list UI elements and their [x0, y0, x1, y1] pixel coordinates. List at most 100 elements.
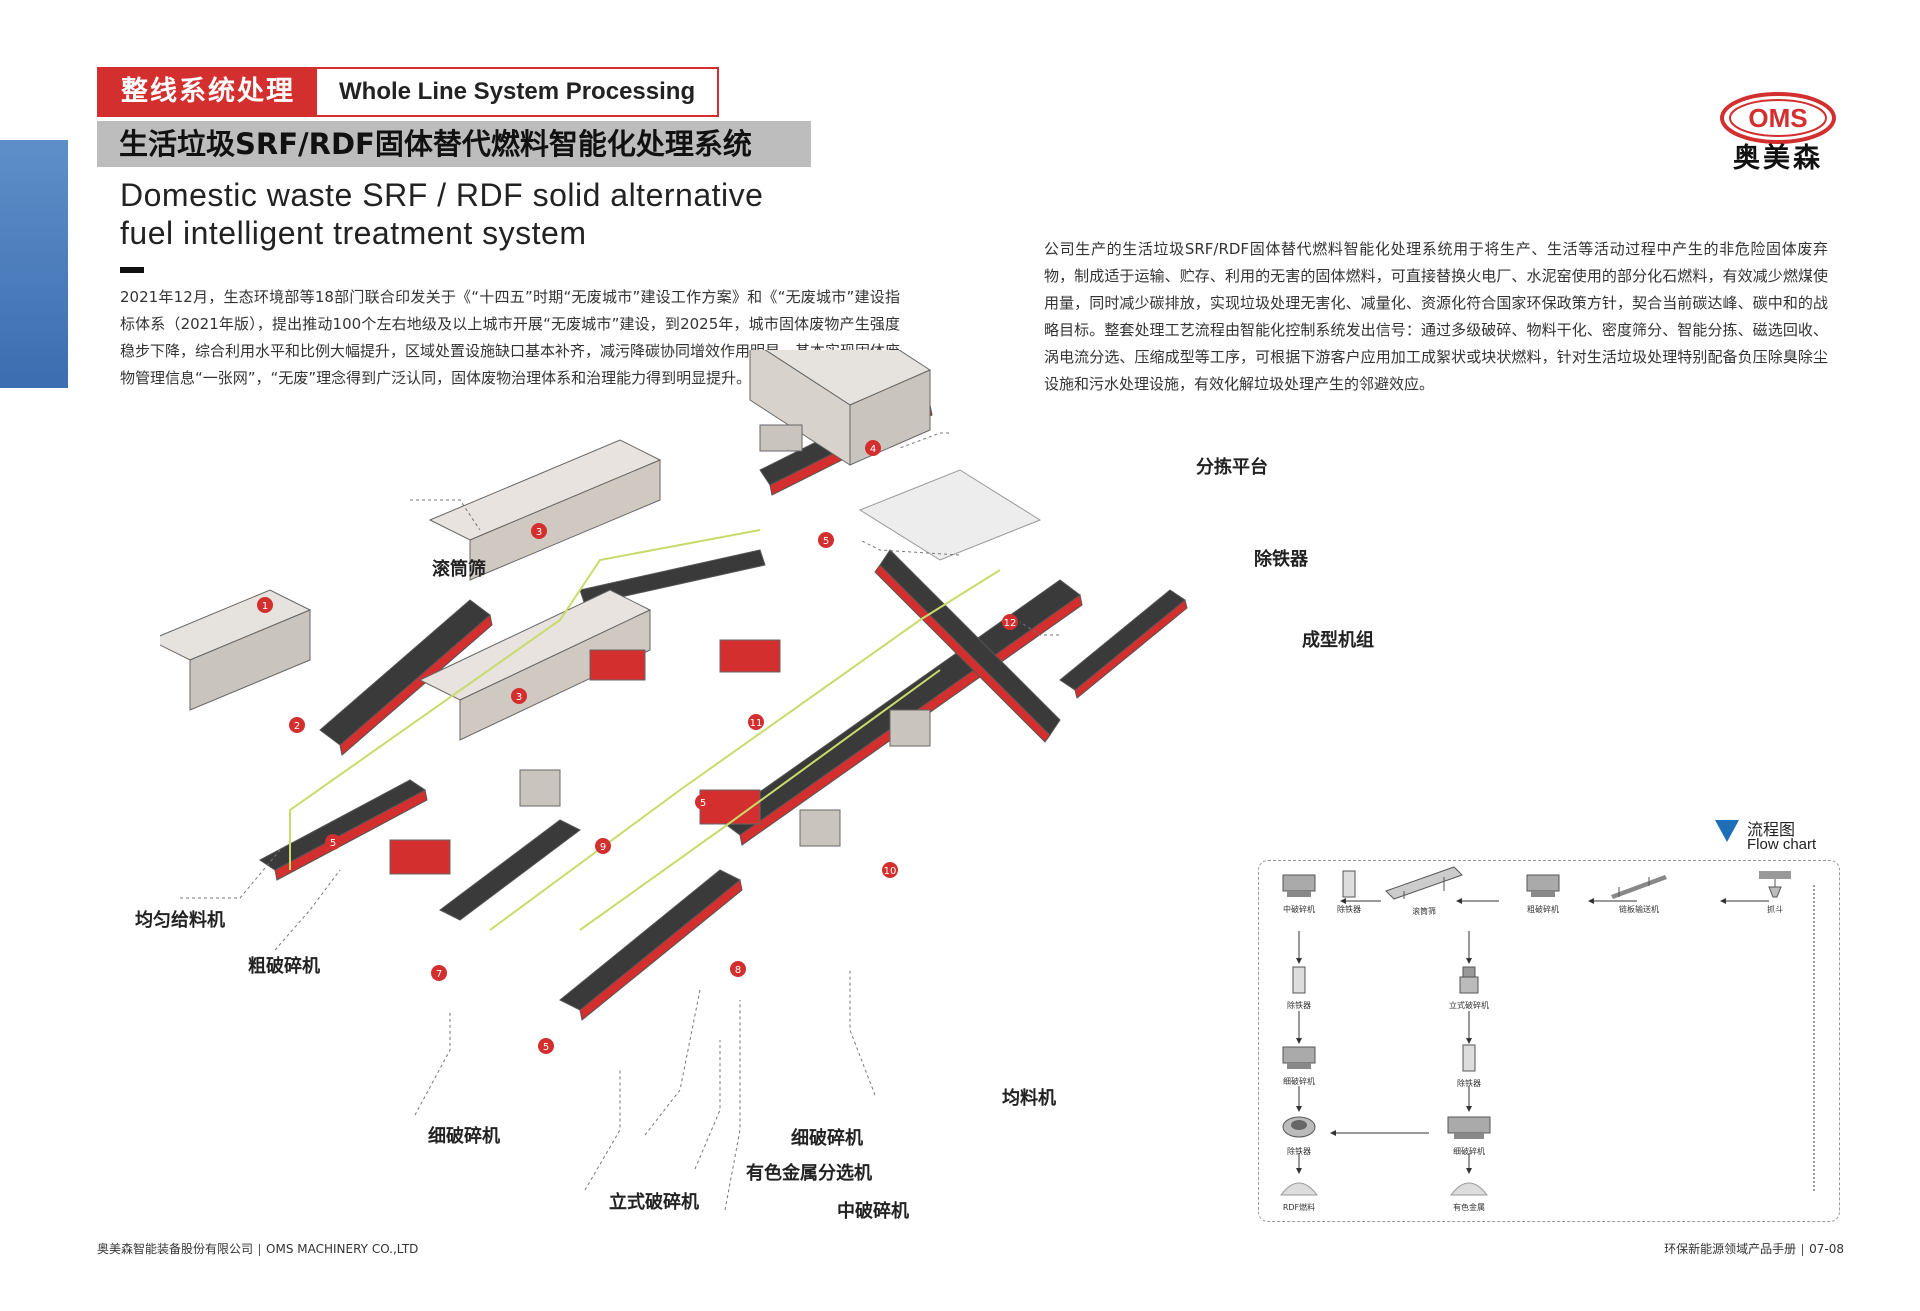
flow-node-iron-remover-3: 除铁器: [1259, 1111, 1339, 1157]
flow-node-iron-remover-1: 除铁器: [1309, 869, 1389, 915]
flow-node-label: 细破碎机: [1283, 1077, 1315, 1086]
flow-node-label: 滚筒筛: [1412, 907, 1436, 916]
title-dash-divider: [120, 267, 144, 273]
badge-text: 9: [600, 842, 606, 853]
footer-separator: [259, 1243, 261, 1256]
badge-text: 1: [262, 601, 268, 612]
plant-conveyors: [259, 389, 1188, 1021]
flow-node-label: 除铁器: [1287, 1147, 1311, 1156]
triangle-icon: [1715, 820, 1739, 842]
flow-node-fine-crusher-2: 细破碎机: [1429, 1111, 1509, 1157]
flow-node-label: 除铁器: [1457, 1079, 1481, 1088]
flow-node-label: 立式破碎机: [1449, 1001, 1489, 1010]
flow-node-label: 有色金属: [1453, 1203, 1485, 1212]
english-title-line2: fuel intelligent treatment system: [120, 215, 587, 251]
plant-number-badges: 1 2 3 3 4 5 5 5 5 7 8 9 10 11 12: [257, 440, 1018, 1054]
flow-node-chain-conveyor: 链板输送机: [1599, 869, 1679, 915]
badge-text: 5: [700, 798, 706, 809]
badge-text: 2: [294, 721, 300, 732]
fine-crusher-icon: [1447, 1116, 1491, 1139]
callout-fine-crusher-2: 细破碎机: [791, 1128, 863, 1149]
flow-node-label: 除铁器: [1337, 905, 1361, 914]
flow-node-iron-remover-2: 除铁器: [1259, 965, 1339, 1011]
footer-manual-title: 环保新能源领域产品手册: [1664, 1242, 1797, 1256]
callout-fine-crusher-1: 细破碎机: [428, 1126, 500, 1147]
section-tab: 整线系统处理 Whole Line System Processing: [97, 67, 720, 117]
footer-separator: [1802, 1243, 1804, 1256]
plant-illustration: 1 2 3 3 4 5 5 5 5 7 8 9 10 11 12: [160, 350, 1188, 1211]
callout-forming-unit: 成型机组: [1302, 630, 1374, 651]
badge-text: 11: [750, 718, 763, 729]
iron-remover-icon: [1462, 1044, 1476, 1072]
badge-text: 5: [823, 536, 829, 547]
flow-node-trommel: 滚筒筛: [1379, 861, 1469, 917]
intro-paragraph-left: 2021年12月，生态环境部等18部门联合印发关于《“十四五”时期“无废城市”建…: [120, 288, 901, 387]
side-accent-bar: [0, 140, 68, 388]
iron-remover-icon: [1292, 966, 1306, 994]
coarse-crusher-icon: [1526, 874, 1560, 897]
vertical-crusher-icon: [1459, 966, 1479, 994]
english-title: Domestic waste SRF / RDF solid alternati…: [120, 176, 840, 252]
footer-page-numbers: 07-08: [1809, 1242, 1844, 1256]
trommel-icon: [1385, 866, 1463, 900]
flow-node-fine-crusher-1: 细破碎机: [1259, 1043, 1339, 1087]
fine-crusher-icon: [1282, 1046, 1316, 1069]
footer-company-en: OMS MACHINERY CO.,LTD: [266, 1242, 419, 1256]
flow-node-label: 除铁器: [1287, 1001, 1311, 1010]
chain-conveyor-icon: [1611, 875, 1667, 899]
callout-iron-remover: 除铁器: [1254, 549, 1308, 570]
logo-letters: OMS: [1748, 103, 1807, 133]
flow-node-label: 粗破碎机: [1527, 905, 1559, 914]
callout-vertical-crusher: 立式破碎机: [609, 1192, 699, 1213]
plant-railings: [289, 350, 1001, 931]
flowchart-title-cn: 流程图: [1747, 820, 1796, 839]
grab-icon: [1759, 871, 1791, 898]
logo-name: 奥美森: [1733, 143, 1823, 174]
callout-coarse-crusher: 粗破碎机: [248, 956, 320, 977]
badge-text: 7: [436, 969, 442, 980]
callout-trommel-screen: 滚筒筛: [432, 559, 486, 580]
flow-node-label: 细破碎机: [1453, 1147, 1485, 1156]
footer-manual: 环保新能源领域产品手册 07-08: [1664, 1240, 1844, 1257]
callout-uniform-feeder: 均匀给料机: [135, 910, 225, 931]
intro-paragraph-right: 公司生产的生活垃圾SRF/RDF固体替代燃料智能化处理系统用于将生产、生活等活动…: [1044, 240, 1828, 393]
callout-sorting-platform: 分拣平台: [1196, 457, 1268, 478]
english-title-line1: Domestic waste SRF / RDF solid alternati…: [120, 177, 764, 213]
callout-medium-crusher: 中破碎机: [837, 1201, 909, 1222]
badge-text: 4: [870, 444, 876, 455]
flow-node-nonferrous-metal: 有色金属: [1429, 1175, 1509, 1213]
material-pile-icon: [1449, 1182, 1489, 1196]
flowchart-arrows: [1296, 885, 1815, 1191]
badge-text: 3: [516, 692, 522, 703]
flow-node-vertical-crusher: 立式破碎机: [1429, 965, 1509, 1011]
badge-text: 12: [1004, 618, 1017, 629]
flow-node-medium-crusher: 中破碎机: [1259, 869, 1339, 915]
flow-node-label: 中破碎机: [1283, 905, 1315, 914]
flow-node-iron-remover-4: 除铁器: [1429, 1043, 1509, 1089]
flowchart-box: 抓斗 链板输送机 粗破碎机 滚筒筛 除铁器 中破碎机 除铁器 细破碎机 除铁器 …: [1258, 860, 1840, 1222]
iron-remover-icon: [1342, 870, 1356, 898]
badge-text: 10: [884, 866, 897, 877]
flow-node-rdf-fuel: RDF燃料: [1259, 1175, 1339, 1213]
medium-crusher-icon: [1282, 874, 1316, 897]
flow-node-coarse-crusher: 粗破碎机: [1503, 869, 1583, 915]
badge-text: 5: [543, 1042, 549, 1053]
flow-node-label: RDF燃料: [1282, 1203, 1316, 1212]
oms-logo: OMS: [1720, 92, 1836, 144]
footer-company: 奥美森智能装备股份有限公司 OMS MACHINERY CO.,LTD: [97, 1240, 418, 1257]
material-pile-icon: [1279, 1182, 1319, 1196]
badge-text: 5: [330, 838, 336, 849]
flowchart-title-en: Flow chart: [1747, 836, 1817, 853]
section-tab-en: Whole Line System Processing: [339, 78, 696, 105]
callout-leveling-machine: 均料机: [1002, 1088, 1056, 1109]
page-subtitle: 生活垃圾SRF/RDF固体替代燃料智能化处理系统: [97, 121, 811, 167]
callout-leader-lines: [180, 432, 1059, 1211]
flow-node-label: 链板输送机: [1619, 905, 1659, 914]
callout-nonferrous-separator: 有色金属分选机: [746, 1163, 872, 1184]
badge-text: 3: [536, 527, 542, 538]
footer-company-cn: 奥美森智能装备股份有限公司: [97, 1242, 254, 1256]
plant-machines: [160, 350, 1042, 875]
magnetic-separator-icon: [1282, 1116, 1316, 1138]
badge-text: 8: [735, 965, 741, 976]
flow-node-grab: 抓斗: [1735, 869, 1815, 915]
